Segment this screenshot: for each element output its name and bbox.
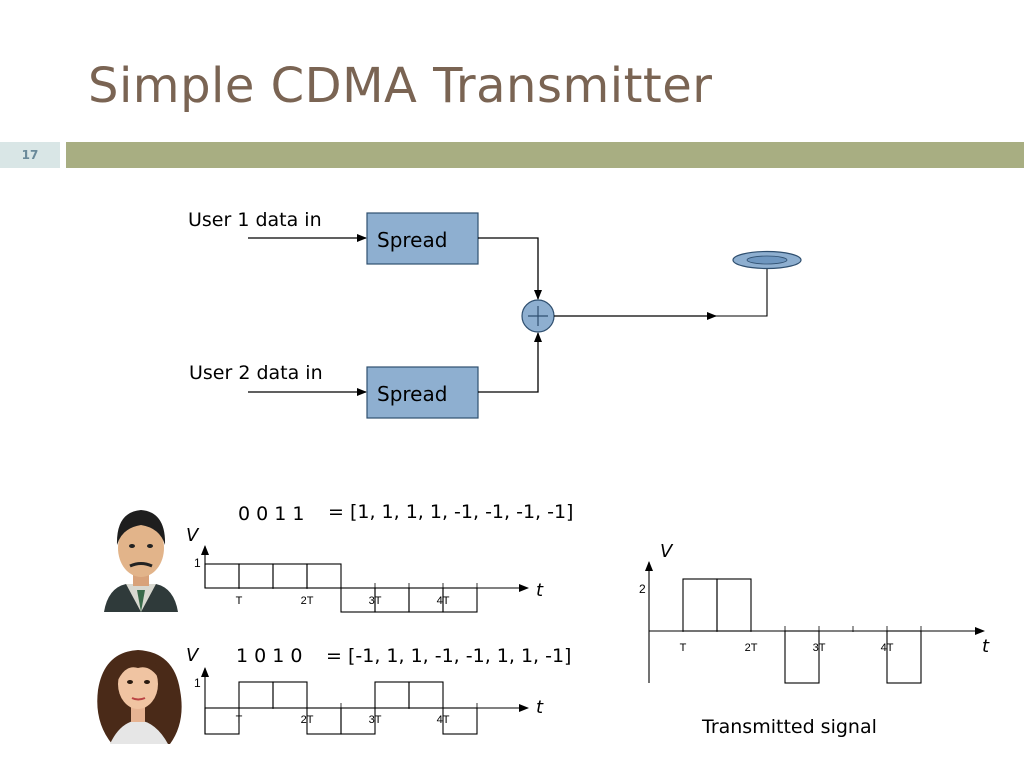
slide-title: Simple CDMA Transmitter: [88, 58, 713, 114]
transmitted-chip-3: [716, 578, 752, 632]
user1-chip-4: [306, 563, 342, 589]
tx-caption: Transmitted signal: [701, 716, 877, 738]
spread2-to-adder-line: [478, 332, 542, 393]
user2-chip-5: [340, 707, 376, 735]
user1-chip-8: [442, 587, 478, 613]
user2-data-label: User 2 data in: [189, 362, 323, 384]
woman-portrait-icon: [97, 650, 182, 744]
user2-v-axis-label: V: [186, 645, 200, 666]
transmitted-chip-8: [886, 630, 922, 684]
user1-chip-sequence: = [1, 1, 1, 1, -1, -1, -1, -1]: [328, 501, 573, 523]
spread-box-2: [366, 366, 479, 419]
user2-bits: 1 0 1 0: [236, 645, 302, 667]
user1-waveform: [204, 563, 478, 613]
user1-data-label: User 1 data in: [188, 209, 322, 231]
user1-chip-1: [204, 563, 240, 589]
tx-waveform: [682, 578, 922, 684]
user1-level-label: 1: [194, 556, 201, 570]
user1-tick-label-1: T: [236, 595, 243, 607]
user1-t-axis-label: t: [536, 580, 544, 601]
user2-chip-7: [408, 681, 444, 709]
transmitted-chip-5: [784, 630, 820, 684]
slide-number-box: [0, 142, 60, 168]
adder-icon: [521, 299, 555, 333]
user1-bits: 0 0 1 1: [238, 503, 304, 525]
spread-box-2-label: Spread: [377, 382, 447, 406]
user2-chip-2: [238, 681, 274, 709]
user1-chip-2: [238, 563, 274, 589]
spread-box-1: [366, 212, 479, 265]
tx-t-axis-label: t: [982, 636, 990, 657]
user2-waveform: [204, 681, 478, 735]
transmitted-tick-label-2: 2T: [745, 642, 758, 654]
user2-chip-3: [272, 681, 308, 709]
user2-t-axis-label: t: [536, 697, 544, 718]
user2-chip-sequence: = [-1, 1, 1, -1, -1, 1, 1, -1]: [326, 645, 571, 667]
user1-v-axis-label: V: [186, 525, 200, 546]
tx-v-axis-label: V: [660, 541, 674, 562]
slide-number: 17: [21, 148, 39, 162]
man-portrait-icon: [104, 510, 178, 612]
spread1-to-adder-line: [478, 237, 542, 300]
transmitted-tick-label-1: T: [680, 642, 687, 654]
tx-level-label: 2: [639, 582, 646, 596]
user1-tick-label-2: 2T: [301, 595, 314, 607]
user2-chip-1: [204, 707, 240, 735]
antenna-feed-line: [716, 268, 768, 317]
user2-chip-8: [442, 707, 478, 735]
spread-box-1-label: Spread: [377, 228, 447, 252]
user2-chip-6: [374, 681, 410, 709]
user1-chip-3: [272, 563, 308, 589]
title-bar: [66, 142, 1024, 168]
antenna-icon: [732, 250, 802, 270]
user2-level-label: 1: [194, 676, 201, 690]
transmitted-chip-2: [682, 578, 718, 632]
